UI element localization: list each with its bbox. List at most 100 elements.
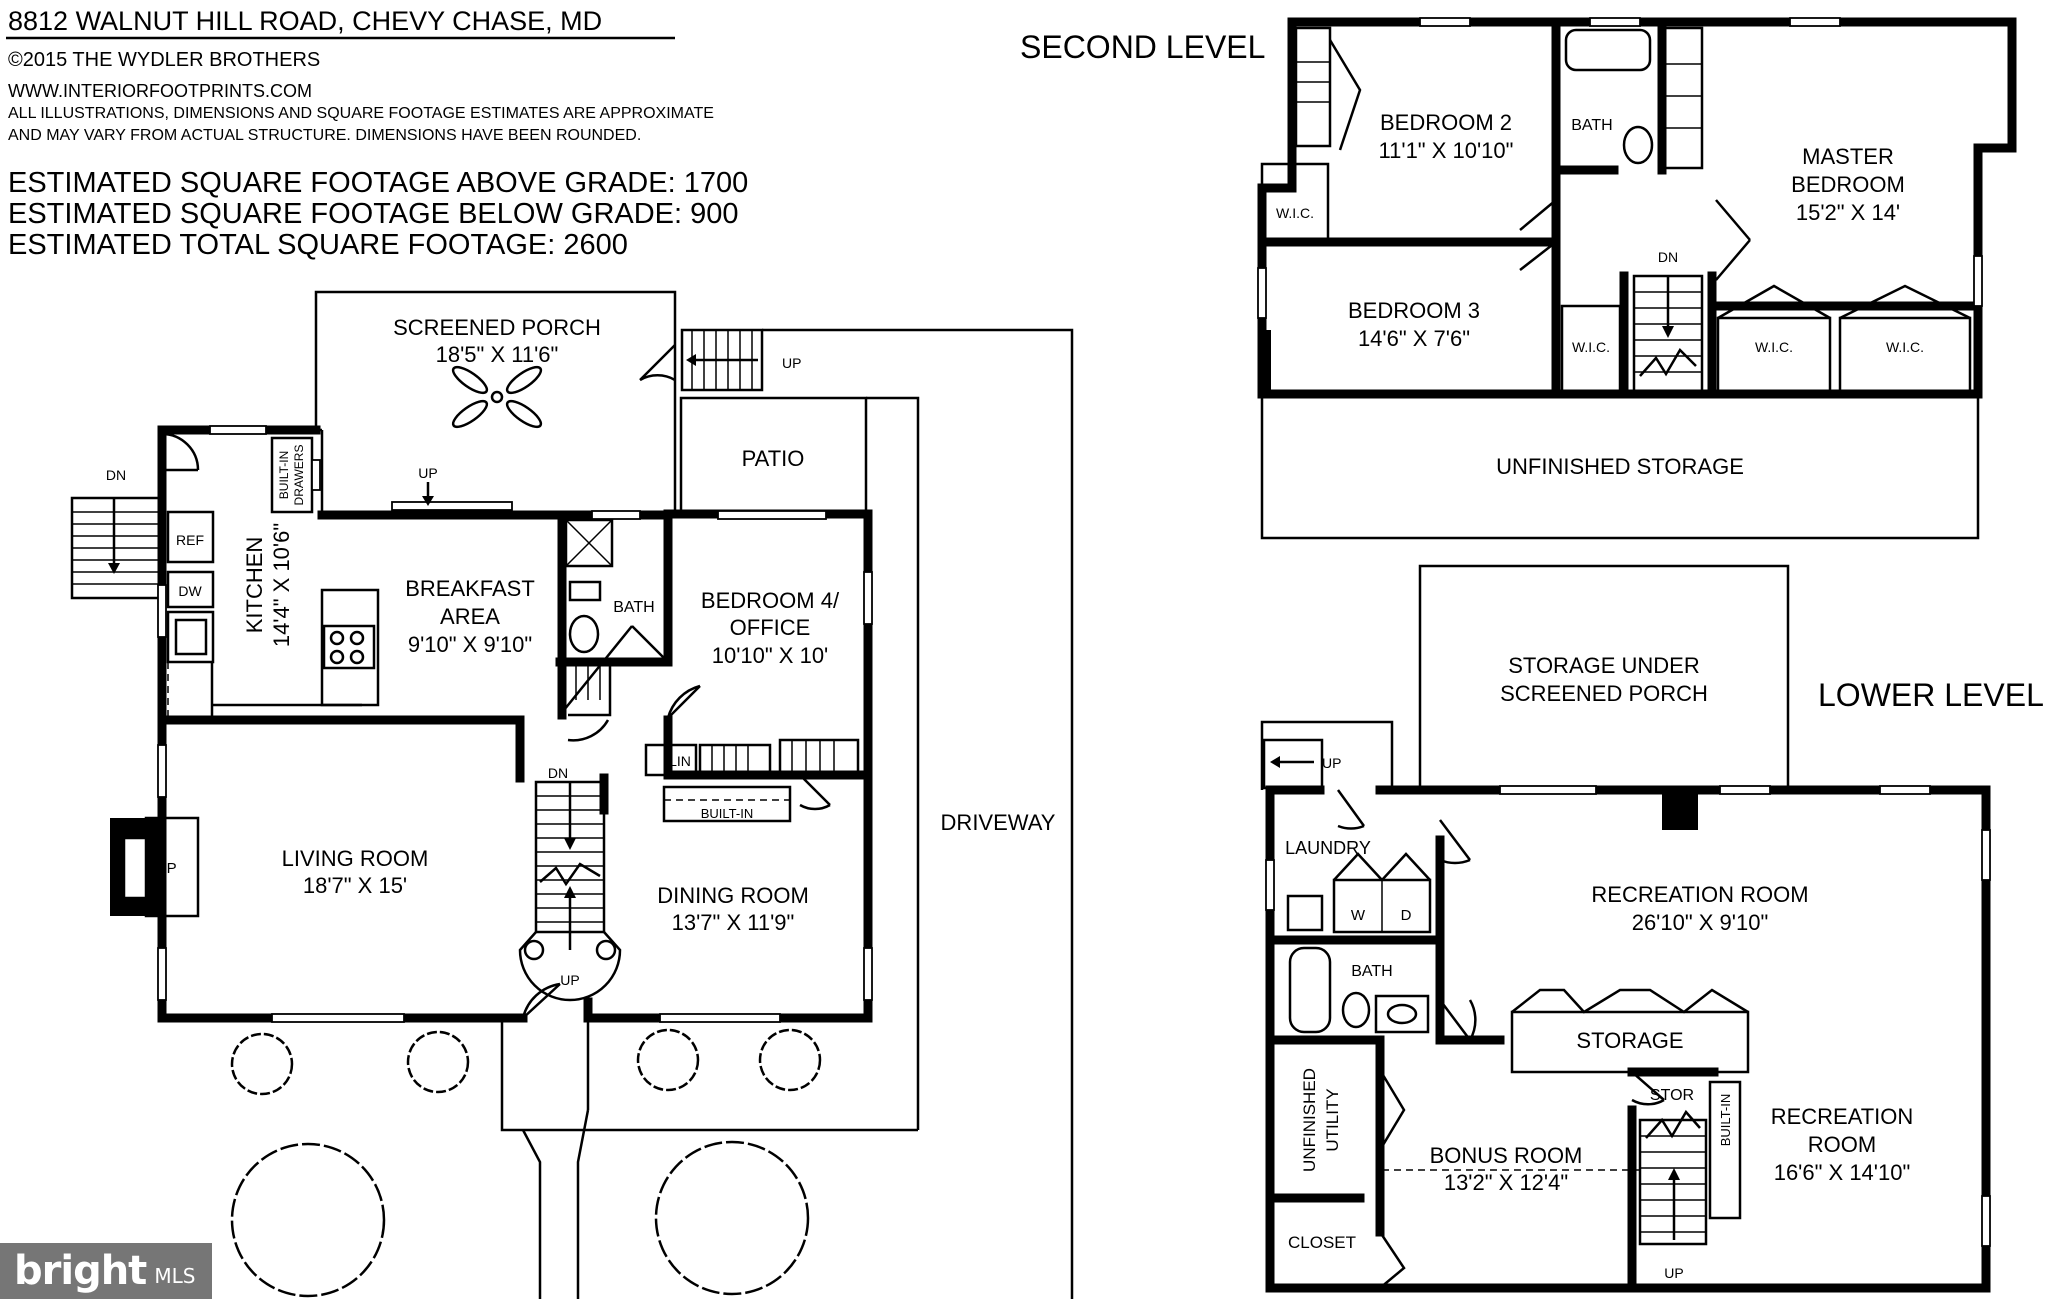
shrubs (230, 1028, 822, 1298)
wic-1 (1260, 162, 1330, 244)
header-block: 8812 WALNUT HILL ROAD, CHEVY CHASE, MD ©… (6, 6, 748, 261)
second-level-stair: DN (1632, 249, 1704, 396)
master-label-1: MASTER (1802, 144, 1894, 169)
storage-under-porch-outline (1418, 564, 1790, 790)
lower-level-plan: LOWER LEVEL STORAGE UNDER SCREENED PORCH… (1260, 564, 2044, 1293)
laundry-rec-door (1439, 819, 1471, 865)
sliding-door (391, 501, 513, 511)
bath-door (559, 625, 669, 716)
fireplace: FP (110, 816, 200, 918)
lower-level-stair: UP (1638, 1109, 1708, 1281)
second-level-title: SECOND LEVEL (1020, 29, 1265, 65)
bedroom4-dims: 10'10" X 10' (712, 643, 829, 668)
bright-logo-text: bright (14, 1248, 147, 1294)
master-label-2: BEDROOM (1791, 172, 1905, 197)
front-walk (521, 1109, 590, 1299)
rec-room-dims: 26'10" X 9'10" (1632, 910, 1769, 935)
lower-stair-well (1260, 720, 1394, 790)
bed2-closet-doors (1328, 39, 1362, 151)
second-stair-dn-label: DN (1658, 249, 1678, 265)
address-title: 8812 WALNUT HILL ROAD, CHEVY CHASE, MD (8, 6, 602, 36)
lower-bath-vanity (1374, 994, 1430, 1034)
wic-label-4: W.I.C. (1886, 339, 1924, 355)
bonus-room-label: BONUS ROOM (1430, 1143, 1583, 1168)
lower-storage-doors (1511, 988, 1749, 1014)
tub (1564, 28, 1652, 72)
living-room-label: LIVING ROOM (282, 846, 429, 871)
breakfast-label-2: AREA (440, 604, 500, 629)
bedroom2-label: BEDROOM 2 (1380, 110, 1512, 135)
driveway-label: DRIVEWAY (941, 810, 1056, 835)
dining-built-in-label: BUILT-IN (701, 806, 754, 821)
stor-label: STOR (1650, 1087, 1694, 1104)
master-dims: 15'2" X 14' (1796, 200, 1900, 225)
porch-stair: UP (680, 328, 801, 392)
storage-porch-label-1: STORAGE UNDER (1508, 653, 1700, 678)
rec-room2-label-2: ROOM (1808, 1132, 1876, 1157)
bedroom4-door (666, 684, 701, 719)
laundry-door (1336, 789, 1366, 830)
living-room-dims: 18'7" X 15' (303, 873, 407, 898)
lin-label: LIN (669, 753, 691, 769)
screened-porch-dims: 18'5" X 11'6" (436, 342, 559, 367)
rec-room2-dims: 16'6" X 14'10" (1774, 1160, 1911, 1185)
lower-built-in-label: BUILT-IN (1718, 1094, 1733, 1147)
dw-label: DW (178, 583, 202, 599)
bath-closet (567, 660, 612, 742)
utility-doors (1378, 1069, 1406, 1151)
lower-storage-label: STORAGE (1576, 1028, 1683, 1053)
built-in-drawers-label-2: DRAWERS (292, 445, 306, 506)
breakfast-dims: 9'10" X 9'10" (408, 632, 532, 657)
built-in-drawers-label-1: BUILT-IN (277, 451, 291, 499)
main-bath-label: BATH (613, 599, 654, 616)
dishwasher (166, 570, 215, 609)
front-door (521, 982, 561, 1019)
cooktop (322, 624, 376, 670)
main-level-plan: UP SCREENED PORCH 18'5" X 11'6" PATIO DR… (70, 290, 1074, 1299)
unfinished-storage-outline (1260, 394, 1980, 540)
copyright-text: ©2015 THE WYDLER BROTHERS (8, 49, 320, 71)
bonus-room-dims: 13'2" X 12'4" (1444, 1170, 1568, 1195)
porch-stair-up-label: UP (782, 355, 801, 371)
ceiling-fan-icon (451, 365, 543, 429)
toilet-2 (1622, 125, 1654, 165)
second-bath-label: BATH (1571, 117, 1612, 134)
central-stair-dn-label: DN (548, 765, 568, 781)
dining-room-dims: 13'7" X 11'9" (672, 910, 795, 935)
washer-label: W (1351, 907, 1366, 924)
second-level-plan: SECOND LEVEL UNFINISHED STORAGE W.I.C. B… (1020, 17, 2017, 540)
ref-label: REF (176, 532, 204, 548)
storage-porch-label-2: SCREENED PORCH (1500, 681, 1708, 706)
wic-4 (1838, 316, 1972, 394)
rec-room-label: RECREATION ROOM (1591, 882, 1808, 907)
breakfast-label-1: BREAKFAST (405, 576, 535, 601)
driveway-outer-edge (762, 328, 1074, 1299)
lower-bath-label: BATH (1351, 963, 1392, 980)
bright-mls-watermark: bright MLS (0, 1243, 212, 1299)
wic-2 (1560, 304, 1622, 394)
wic-3 (1716, 316, 1832, 394)
kitchen-stair-dn-label: DN (106, 467, 126, 483)
kitchen-door-swing (161, 432, 200, 472)
website-text: WWW.INTERIORFOOTPRINTS.COM (8, 81, 312, 101)
dining-room-label: DINING ROOM (657, 883, 809, 908)
shower (564, 518, 614, 568)
utility-label-1: UNFINISHED (1300, 1068, 1319, 1172)
kitchen-dims: 14'4" X 10'6" (269, 523, 294, 647)
lower-stair-up-label-1: UP (1322, 755, 1341, 771)
laundry-label: LAUNDRY (1285, 838, 1371, 858)
wic-label-2: W.I.C. (1572, 339, 1610, 355)
refrigerator (166, 510, 215, 564)
bedroom3-label: BEDROOM 3 (1348, 298, 1480, 323)
wall-bath-bedroom4 (555, 510, 673, 667)
kitchen-island (320, 588, 380, 707)
bedroom2-dims: 11'1" X 10'10" (1379, 138, 1514, 163)
second-storage-label: UNFINISHED STORAGE (1496, 454, 1744, 479)
central-stair: DN UP (518, 765, 622, 1002)
disclaimer-line-2: AND MAY VARY FROM ACTUAL STRUCTURE. DIME… (8, 127, 641, 144)
kitchen-sink (166, 610, 215, 664)
rec-room2-label-1: RECREATION (1771, 1104, 1914, 1129)
laundry-sink (1286, 894, 1324, 932)
kitchen-label: KITCHEN (242, 537, 267, 634)
dining-built-in (662, 785, 792, 823)
